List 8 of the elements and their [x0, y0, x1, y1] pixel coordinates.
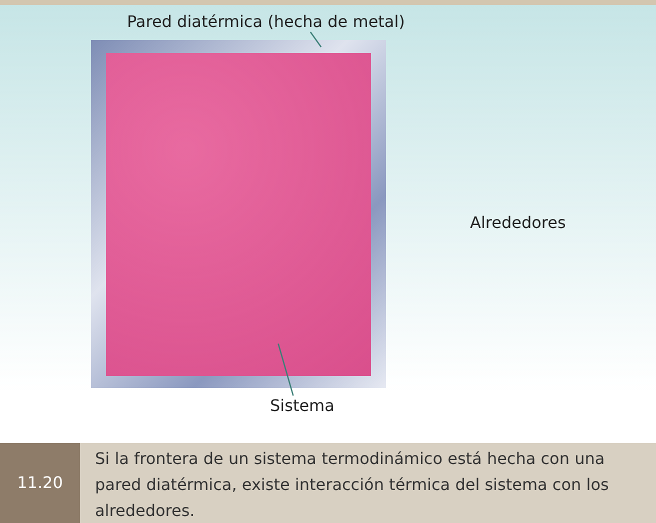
callout-label: Sistema: [270, 396, 334, 415]
leader-line: [310, 32, 322, 48]
callout-label: Pared diatérmica (hecha de metal): [127, 12, 405, 31]
metal-wall: [91, 40, 386, 388]
figure-caption: Si la frontera de un sistema termodinámico está hecha con una pared diatérmica, existe interacción térmica del sistema con los alrededores.: [95, 448, 610, 522]
system-region: [106, 53, 371, 376]
figure-number: 11.20: [0, 443, 80, 523]
surroundings-label: Alrededores: [470, 213, 566, 232]
